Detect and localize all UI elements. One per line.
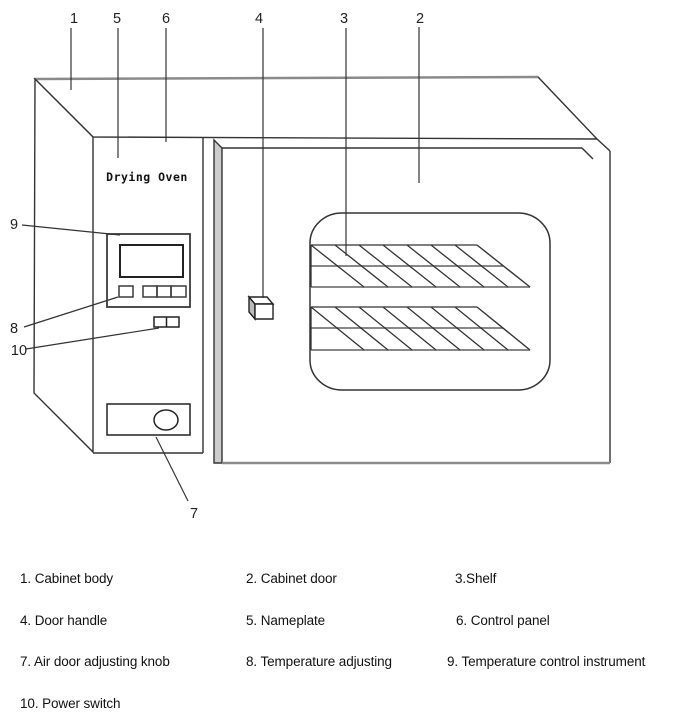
door-top-inner-corner xyxy=(581,147,594,160)
cabinet-body-outline xyxy=(33,75,599,454)
knob-plate xyxy=(106,403,191,436)
nameplate-text: Drying Oven xyxy=(106,170,188,184)
leader-line-9 xyxy=(21,224,121,236)
callout-2: 2 xyxy=(416,11,424,27)
callout-5: 5 xyxy=(113,11,121,27)
leader-line-10 xyxy=(25,327,160,350)
door-handle-front-face xyxy=(254,303,274,320)
callout-8: 8 xyxy=(10,321,18,337)
callout-6: 6 xyxy=(162,11,170,27)
leader-lines xyxy=(21,27,420,502)
door-left-edge-shade xyxy=(213,138,223,464)
callout-1: 1 xyxy=(70,11,78,27)
door-top-right-bevel xyxy=(596,138,611,152)
cabinet-door xyxy=(213,138,611,465)
callout-numbers: 1 5 6 4 3 2 9 8 10 7 xyxy=(10,11,424,522)
callout-10: 10 xyxy=(11,343,27,359)
shelf-1-hatch xyxy=(310,244,509,288)
temperature-control-instrument xyxy=(106,233,191,308)
instrument-display xyxy=(119,244,184,278)
shelf-2 xyxy=(310,306,531,351)
leader-line-8 xyxy=(23,296,119,328)
air-door-adjusting-knob xyxy=(106,403,191,436)
power-switch xyxy=(153,316,180,328)
shelf-2-hatch xyxy=(310,306,509,351)
cabinet-top-face xyxy=(33,76,599,140)
instrument-button-1 xyxy=(142,285,158,298)
callout-7: 7 xyxy=(190,506,198,522)
callout-3: 3 xyxy=(340,11,348,27)
shelf-1-right-edge xyxy=(476,244,531,288)
instrument-panel-box xyxy=(106,233,191,308)
door-handle xyxy=(247,295,275,321)
leader-line-7 xyxy=(155,436,189,502)
shelf-1 xyxy=(310,244,531,288)
door-window xyxy=(309,212,551,391)
knob-circle xyxy=(153,409,179,431)
shelf-2-right-edge xyxy=(476,306,531,351)
callout-9: 9 xyxy=(10,217,18,233)
cabinet-top-back-edge xyxy=(34,75,539,81)
instrument-button-2 xyxy=(156,285,172,298)
instrument-button-3 xyxy=(170,285,187,298)
callout-4: 4 xyxy=(255,11,263,27)
temperature-adjust-button xyxy=(118,285,134,298)
cabinet-left-face xyxy=(33,77,94,454)
